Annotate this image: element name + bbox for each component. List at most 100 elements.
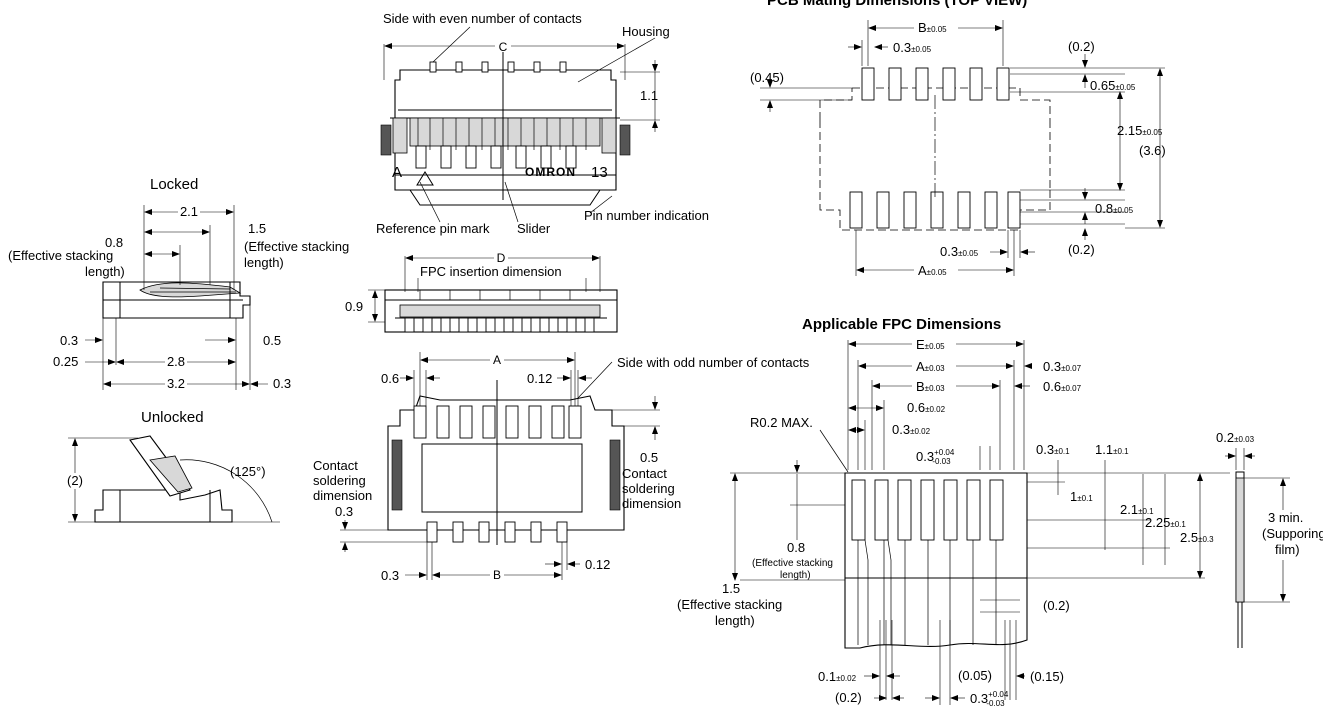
label-pin-a: A	[392, 164, 402, 181]
dim-A-pcb: A±0.05	[918, 263, 947, 278]
dim-0.5-bottom: 0.5	[640, 450, 658, 465]
dim-E-fpc: E±0.05	[916, 337, 945, 352]
dim-B-pcb: B±0.05	[918, 20, 947, 35]
dim-0.2-film: 0.2±0.03	[1216, 430, 1255, 445]
dim-0.3-bottom: 0.3	[381, 568, 399, 583]
label-contact-soldering-right-2: soldering	[622, 481, 675, 496]
pcb-mating-view: PCB Mating Dimensions (TOP VIEW)	[750, 0, 1166, 278]
dim-C-front: C	[499, 40, 508, 54]
label-3min-1: 3 min.	[1268, 510, 1303, 525]
dim-0.45-pcb: (0.45)	[750, 70, 784, 85]
dim-0.3-fpc-a: 0.3±0.07	[1043, 359, 1082, 374]
label-effective-stacking-small-1: (Effective stacking	[752, 558, 833, 569]
dim-0.3-fpc-e: 0.3+0.04-0.03	[970, 690, 1009, 708]
label-side-odd: Side with odd number of contacts	[617, 355, 810, 370]
label-contact-soldering-left-3: dimension	[313, 488, 372, 503]
dim-0.9: 0.9	[345, 299, 363, 314]
dim-0.1-fpc: 0.1±0.02	[818, 669, 857, 684]
heading-unlocked: Unlocked	[141, 409, 204, 426]
fpc-side-view: 0.2±0.03 3 min. (Supporing film)	[1216, 430, 1323, 648]
label-effective-stacking-left-2: length)	[85, 264, 125, 279]
dim-3.6-pcb: (3.6)	[1139, 143, 1166, 158]
label-effective-stacking-left-1: (Effective stacking	[8, 248, 113, 263]
label-effective-stacking-fpc-1: (Effective stacking	[677, 597, 782, 612]
dim-2.25-fpc: 2.25±0.1	[1145, 515, 1186, 530]
heading-locked: Locked	[150, 176, 198, 193]
heading-applicable-fpc: Applicable FPC Dimensions	[802, 316, 1001, 333]
front-contacts-array	[380, 117, 631, 169]
dim-A-bottom: A	[493, 353, 501, 367]
label-contact-soldering-right-1: Contact	[622, 466, 667, 481]
dim-B-fpc: B±0.03	[916, 379, 945, 394]
label-fpc-insertion: FPC insertion dimension	[420, 264, 562, 279]
dim-0.65-pcb: 0.65±0.05	[1090, 78, 1136, 93]
label-side-even: Side with even number of contacts	[383, 11, 582, 26]
dim-1.1-front: 1.1	[640, 88, 658, 103]
dim-B-bottom: B	[493, 568, 501, 582]
bottom-bottom-contacts	[426, 521, 568, 543]
dim-0.3-fpc-d: 0.3±0.1	[1036, 442, 1070, 457]
locked-view: Locked 2.1 1.5 (Effective stacking lengt…	[8, 176, 349, 391]
dim-2-unlocked: (2)	[67, 473, 83, 488]
dim-angle: (125°)	[230, 464, 266, 479]
dim-3.2: 3.2	[167, 376, 185, 391]
dim-1.5-locked: 1.5	[248, 221, 266, 236]
label-effective-stacking-small-2: length)	[780, 570, 811, 581]
bottom-view: A 0.6 0.12 Side with odd number of conta…	[313, 352, 810, 583]
dim-0.6-fpc-a: 0.6±0.07	[1043, 379, 1082, 394]
dim-1.5-fpc: 1.5	[722, 581, 740, 596]
dim-0.8-fpc: 0.8	[787, 540, 805, 555]
dim-2.1: 2.1	[180, 204, 198, 219]
unlocked-view: Unlocked (2) (125°)	[62, 409, 280, 523]
dim-0.3-fpc-b: 0.3±0.02	[892, 422, 931, 437]
pcb-top-pads	[861, 67, 1010, 101]
pcb-bottom-pads	[849, 191, 1021, 229]
dim-0.3-locked-right: 0.3	[273, 376, 291, 391]
dim-0.6-bottom: 0.6	[381, 371, 399, 386]
label-pin-number-indication: Pin number indication	[584, 208, 709, 223]
dim-0.3-pcb: 0.3±0.05	[893, 40, 932, 55]
dim-0.3-solder: 0.3	[335, 504, 353, 519]
label-effective-stacking-2: length)	[244, 255, 284, 270]
label-r0.2: R0.2 MAX.	[750, 415, 813, 430]
dim-A-fpc: A±0.03	[916, 359, 945, 374]
dim-0.2-pcb-top: (0.2)	[1068, 39, 1095, 54]
brand-mark: OMRON	[525, 165, 576, 179]
dim-0.6-fpc-b: 0.6±0.02	[907, 400, 946, 415]
label-reference-pin-mark: Reference pin mark	[376, 221, 490, 236]
dim-0.3-locked: 0.3	[60, 333, 78, 348]
fpc-view: Applicable FPC Dimensions E±0.05 A±0.03 …	[677, 316, 1230, 708]
dim-2.8: 2.8	[167, 354, 185, 369]
dim-0.05-fpc: (0.05)	[958, 668, 992, 683]
dim-1.1-fpc: 1.1±0.1	[1095, 442, 1129, 457]
dim-0.3-fpc-c: 0.3+0.04-0.03	[916, 448, 955, 466]
label-contact-soldering-right-3: dimension	[622, 496, 681, 511]
bottom-top-contacts	[413, 405, 582, 439]
label-3min-3: film)	[1275, 542, 1300, 557]
dim-0.25: 0.25	[53, 354, 78, 369]
dim-D: D	[497, 251, 506, 265]
side-contacts	[404, 317, 595, 333]
dim-2.15-pcb: 2.15±0.05	[1117, 123, 1163, 138]
label-effective-stacking-fpc-2: length)	[715, 613, 755, 628]
label-slider: Slider	[517, 221, 551, 236]
dim-2.5-fpc: 2.5±0.3	[1180, 530, 1214, 545]
label-contact-soldering-left-2: soldering	[313, 473, 366, 488]
label-3min-2: (Supporing	[1262, 526, 1323, 541]
label-effective-stacking-1: (Effective stacking	[244, 239, 349, 254]
dim-0.12-bottom: 0.12	[585, 557, 610, 572]
dim-0.8-locked: 0.8	[105, 235, 123, 250]
heading-pcb-mating: PCB Mating Dimensions (TOP VIEW)	[767, 0, 1027, 9]
dim-0.8-pcb: 0.8±0.05	[1095, 201, 1134, 216]
dim-0.3-pcb-bottom: 0.3±0.05	[940, 244, 979, 259]
dim-2.1-fpc: 2.1±0.1	[1120, 502, 1154, 517]
dim-0.2-pcb-bottom: (0.2)	[1068, 242, 1095, 257]
fpc-fingers	[851, 479, 1004, 541]
dim-0.15-fpc: (0.15)	[1030, 669, 1064, 684]
side-view-mid: D FPC insertion dimension 0.9	[345, 251, 618, 333]
dim-0.2-fpc-bottom: (0.2)	[835, 690, 862, 705]
dim-0.5-locked: 0.5	[263, 333, 281, 348]
label-contact-soldering-left-1: Contact	[313, 458, 358, 473]
front-top-contacts	[429, 61, 567, 73]
